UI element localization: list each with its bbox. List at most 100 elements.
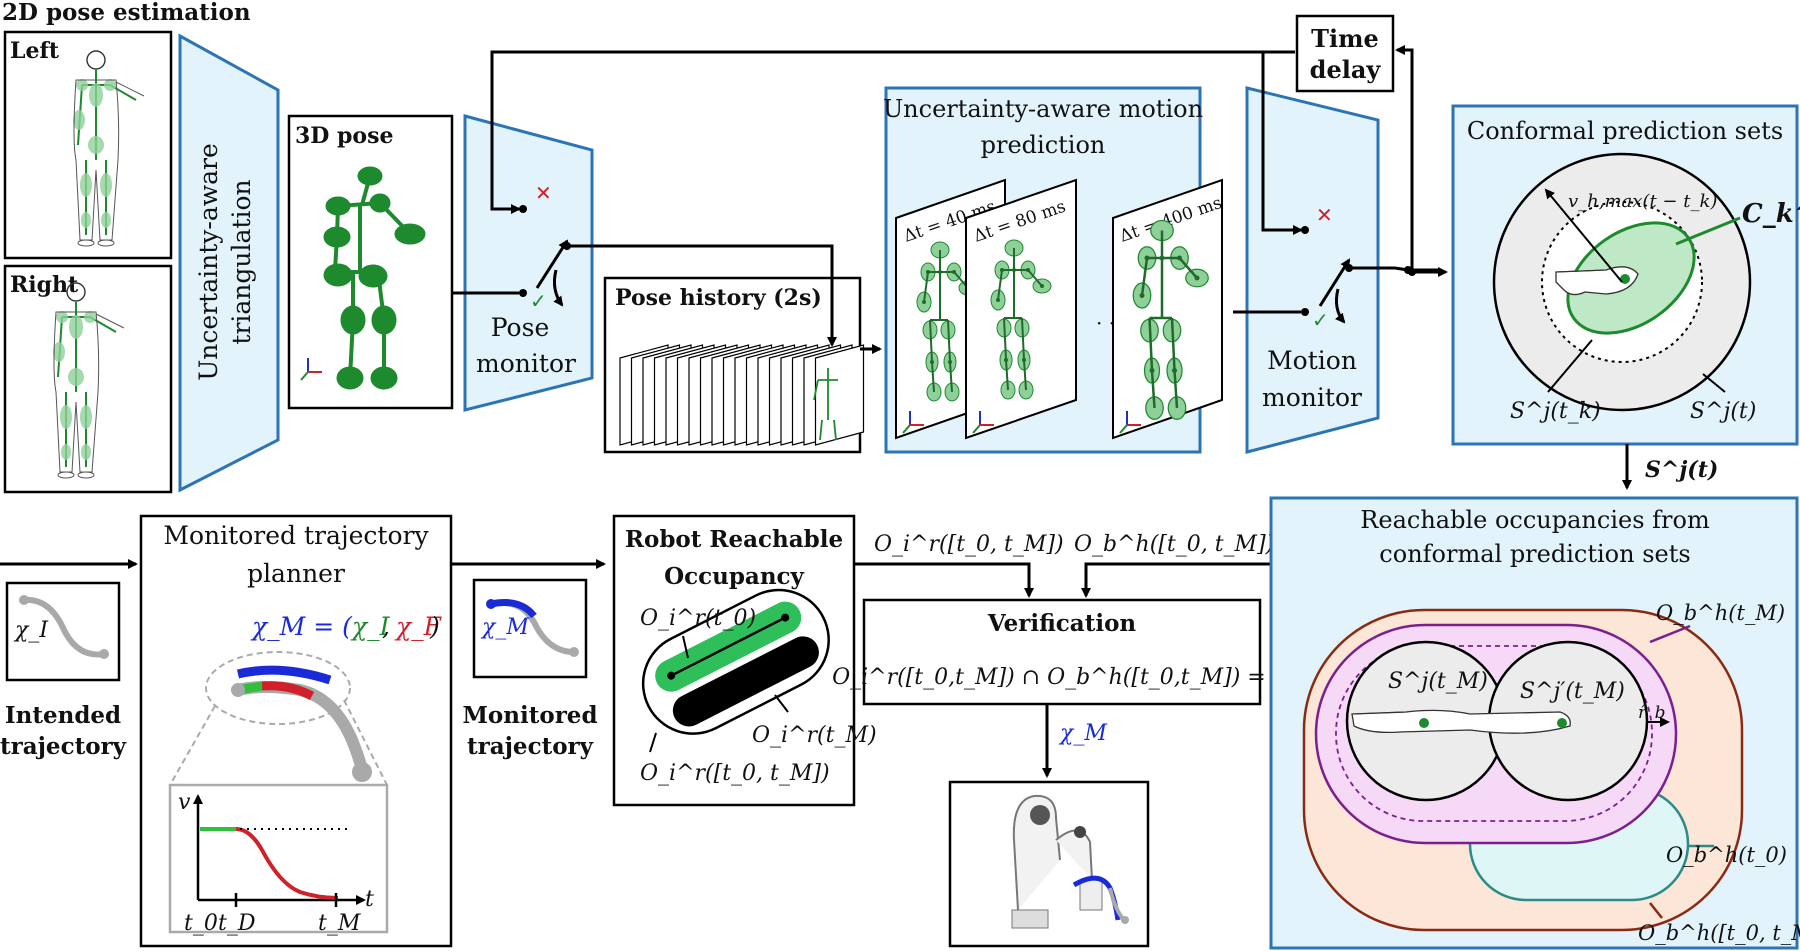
oi-tm-label: O_i^r(t_M): [752, 723, 877, 748]
arrow-delay-to-pose-monitor: [490, 50, 1295, 214]
ob-tm-label: O_b^h(t_M): [1656, 601, 1785, 625]
motion-prediction-label-2: prediction: [981, 131, 1106, 159]
sj-tk-pointer: [1547, 339, 1593, 393]
oir-arrow-label: O_i^r([t_0, t_M]): [874, 532, 1064, 557]
pose-history-stack: [619, 344, 865, 446]
prediction-card-80ms: Δt = 80 ms: [965, 178, 1077, 440]
t0-label: t_0: [184, 911, 218, 936]
chi-m-definition: χ_M = ( χ_I , χ_F ): [250, 612, 443, 641]
arrow-to-time-delay: [1395, 45, 1414, 272]
obh-arrow-label: O_b^h([t_0, t_M]): [1074, 532, 1274, 557]
chi-m-output-label: χ_M: [1058, 721, 1107, 746]
right-label: Right: [10, 272, 79, 298]
chi-m-lhs: χ_M = (: [250, 612, 353, 641]
planner-label-1: Monitored trajectory: [163, 521, 429, 550]
pose-monitor-switch: ✕ ✓: [519, 181, 569, 313]
reachable-label-2: conformal prediction sets: [1379, 540, 1690, 568]
pose-estimation-title: 2D pose estimation: [2, 0, 251, 26]
verification-equation: O_i^r([t_0,t_M]) ∩ O_b^h([t_0,t_M]) = ∅: [832, 665, 1293, 690]
pose-monitor-reject-mark: ✕: [535, 181, 552, 205]
sj-t-arrow-label: S^j(t): [1645, 457, 1718, 483]
pose-monitor-label-1: Pose: [491, 313, 549, 342]
motion-monitor-block: [1245, 86, 1380, 454]
velocity-profile-box: [168, 783, 389, 934]
v-profile-red: [235, 827, 339, 900]
pose-history-label: Pose history (2s): [615, 285, 822, 311]
oi-t0-label: O_i^r(t_0): [640, 606, 756, 631]
pose-monitor-block: [463, 114, 594, 412]
sj-t-pointer: [1702, 373, 1726, 393]
ob-t0tm-label: O_b^h([t_0, t_M]): [1638, 921, 1800, 945]
monitored-label-1: Monitored: [462, 702, 597, 729]
pose3d-box: [287, 114, 454, 410]
chi-m-rhs: ): [429, 612, 440, 641]
robot-occupancy-capsule: [641, 588, 830, 735]
td-label: t_D: [218, 911, 256, 936]
verification-label: Verification: [987, 610, 1137, 637]
conformal-hand: [1555, 266, 1639, 296]
prediction-card-400ms: Δt = 400 ms: [1112, 178, 1225, 440]
motion-prediction-label-1: Uncertainty-aware motion: [883, 95, 1203, 123]
arrow-robot-to-verification: [854, 562, 1034, 598]
ob-tm-inner-dashed: [1335, 645, 1653, 822]
chi-i-label: χ_I: [13, 618, 49, 643]
chi-m-comma: ,: [382, 612, 390, 641]
time-delay-label-2: delay: [1310, 55, 1382, 84]
triangulation-block: [178, 33, 280, 493]
planner-traj-blue: [236, 665, 332, 685]
intended-label-1: Intended: [5, 702, 121, 729]
reachable-arm: [1351, 709, 1571, 734]
motion-monitor-label-1: Motion: [1267, 346, 1357, 375]
v-axis-label: v: [178, 790, 191, 815]
intended-label-2: trajectory: [0, 733, 127, 760]
sjp-tm-label: S^j′(t_M): [1520, 679, 1625, 704]
ob-t0-label: O_b^h(t_0): [1666, 843, 1787, 867]
vhmax-radius-arrow: [1544, 188, 1623, 283]
intended-trajectory-curve: [23, 596, 105, 658]
ckj-pointer: [1675, 216, 1741, 246]
tm-label: t_M: [318, 911, 361, 936]
planner-label-2: planner: [247, 559, 345, 588]
motion-monitor-output-line: [1349, 266, 1440, 272]
sj-tm-label: S^j(t_M): [1388, 669, 1488, 694]
verification-box: [862, 598, 1262, 706]
history-skeleton: [813, 368, 838, 441]
monitored-label-2: trajectory: [467, 733, 594, 760]
vhmax-label: v_h,max(t − t_k): [1568, 191, 1717, 212]
ckj-label: C_k^j: [1742, 199, 1800, 229]
time-delay-label-1: Time: [1311, 24, 1379, 53]
chi-m-i: χ_I: [350, 612, 391, 641]
triangulation-label-2: triangulation: [227, 179, 256, 344]
robot-occupancy-label-2: Occupancy: [664, 563, 804, 590]
motion-monitor-accept-mark: ✓: [1312, 308, 1329, 332]
chi-m-f: χ_F: [394, 612, 443, 641]
robot-occupancy-label-1: Robot Reachable: [625, 526, 843, 553]
left-label: Left: [10, 38, 60, 64]
arrow-monitor-to-history: [567, 244, 837, 347]
oi-t0tm-label: O_i^r([t_0, t_M]): [640, 761, 830, 786]
motion-monitor-label-2: monitor: [1262, 383, 1362, 412]
motion-monitor-reject-mark: ✕: [1316, 203, 1333, 227]
chi-m-label: χ_M: [480, 615, 529, 640]
t-axis-label: t: [365, 887, 374, 912]
rb-label: r̂_b: [1638, 703, 1666, 723]
time-delay-box: [1295, 14, 1395, 93]
arrow-delay-to-motion-monitor: [1261, 52, 1303, 235]
reachable-label-1: Reachable occupancies from: [1360, 506, 1710, 534]
pose-monitor-label-2: monitor: [476, 349, 576, 378]
pose3d-skeleton: [323, 166, 426, 390]
motion-monitor-switch: ✕ ✓: [1301, 203, 1351, 332]
arrow-human-to-verification: [1081, 562, 1270, 598]
conformal-label: Conformal prediction sets: [1467, 117, 1783, 145]
pose-monitor-accept-mark: ✓: [530, 289, 547, 313]
history-frame: [814, 344, 865, 446]
zoom-ellipse: [205, 651, 351, 725]
robot-arm-illustration: [1011, 794, 1129, 929]
sj-t-label: S^j(t): [1690, 399, 1756, 424]
pose3d-label: 3D pose: [295, 123, 393, 149]
triangulation-label-1: Uncertainty-aware: [194, 143, 223, 381]
planner-traj-red: [261, 681, 315, 701]
monitored-trajectory-box: [472, 578, 588, 679]
sj-tk-label: S^j(t_k): [1510, 399, 1601, 424]
